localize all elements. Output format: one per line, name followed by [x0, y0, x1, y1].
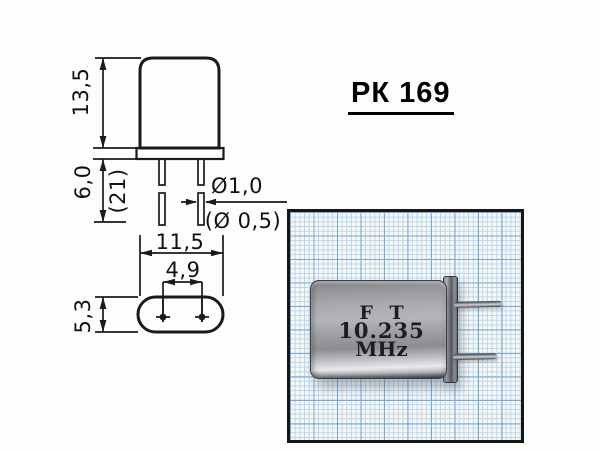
base-flange [135, 146, 225, 161]
arrowhead [99, 159, 107, 171]
dim-label-5-3: 5,3 [71, 299, 95, 334]
pin-right [198, 313, 206, 321]
arrowhead [205, 198, 216, 206]
component-photo: F T 10.235 MHz [287, 209, 524, 443]
dimension-body-height: 13,5 [69, 57, 141, 149]
dim-label-4-9: 4,9 [166, 258, 201, 282]
dim-label-11-5: 11,5 [156, 230, 205, 254]
crystal-marking: F T 10.235 MHz [314, 280, 449, 379]
can-body-outline [138, 56, 221, 150]
crystal-marking-frequency: 10.235 [338, 317, 425, 343]
crystal-photo-lead-lower [452, 353, 498, 360]
dimension-lead-length: 6,0 (21) [71, 158, 137, 223]
crystal-photo-lead-upper [453, 300, 503, 308]
arrowhead [140, 249, 152, 257]
crystal-photo-body [310, 280, 447, 379]
can-base-outline [136, 295, 225, 334]
lead-left-lower-segment [158, 192, 166, 226]
crystal-bottom-view [136, 295, 225, 334]
crystal-front-view [135, 56, 225, 226]
dimension-pin-spacing: 4,9 [162, 258, 203, 322]
arrowhead [163, 278, 175, 286]
arrowhead [186, 198, 197, 206]
lead-left-upper-segment [158, 158, 166, 186]
arrowhead [99, 58, 107, 70]
lead-right-lower-segment [197, 192, 205, 226]
arrowhead [99, 297, 107, 309]
dimension-body-width: 11,5 [139, 230, 224, 296]
lead-right-upper-segment [197, 158, 205, 186]
dim-label-dia-0-5: (Ø 0,5) [205, 209, 282, 233]
crystal-marking-unit: MHz [355, 336, 408, 361]
arrowhead [99, 320, 107, 332]
dimension-body-depth: 5,3 [71, 296, 138, 334]
dimension-lead-diameter: Ø1,0 (Ø 0,5) [181, 174, 287, 233]
arrowhead [99, 136, 107, 148]
arrowhead [99, 210, 107, 222]
crystal-marking-brand: F T [359, 301, 409, 324]
arrowhead [211, 249, 223, 257]
pin-left [159, 313, 167, 321]
part-number-title: РК 169 [348, 79, 454, 115]
dim-label-13-5: 13,5 [69, 68, 93, 117]
dim-label-6-0: 6,0 [71, 165, 95, 200]
arrowhead [190, 278, 202, 286]
dim-label-dia-1-0: Ø1,0 [211, 174, 263, 198]
dim-label-21: (21) [106, 168, 130, 213]
